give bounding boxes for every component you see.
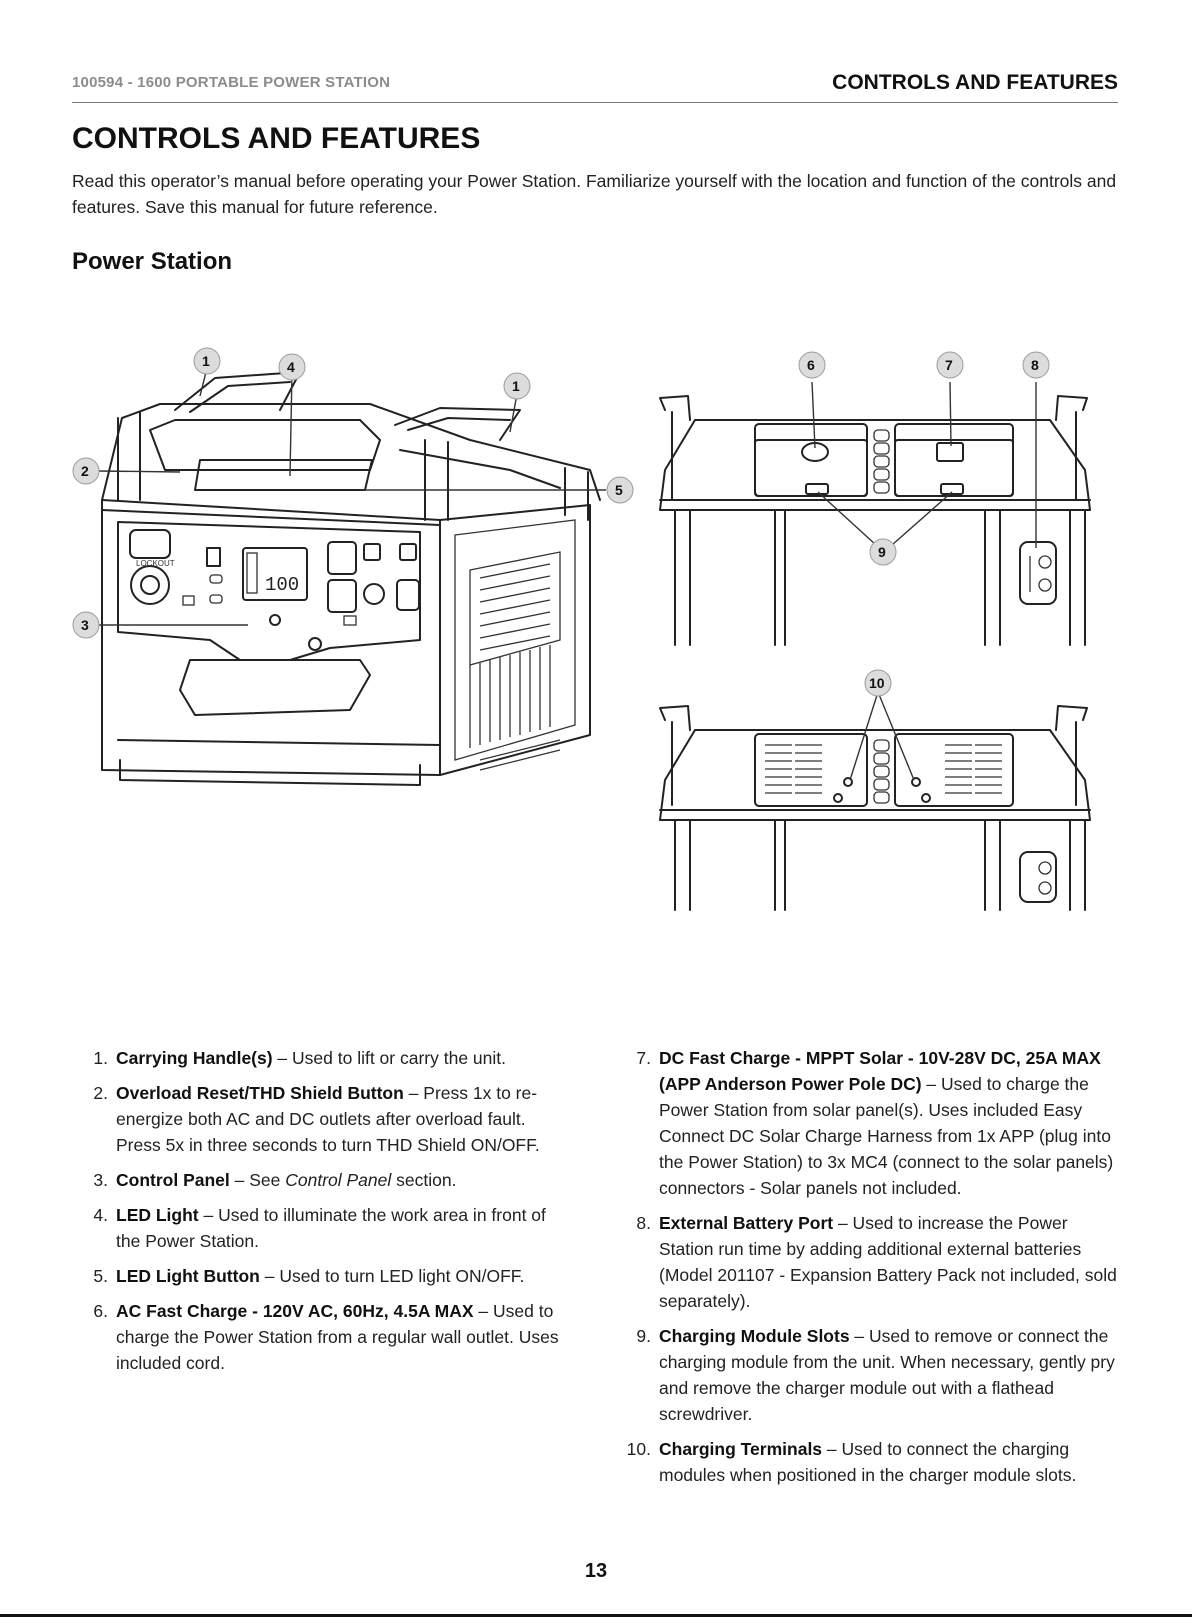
item-term: Carrying Handle(s) bbox=[116, 1048, 273, 1068]
svg-text:5: 5 bbox=[615, 482, 623, 498]
svg-text:8: 8 bbox=[1031, 357, 1039, 373]
list-item: 6. AC Fast Charge - 120V AC, 60Hz, 4.5A M… bbox=[80, 1298, 570, 1376]
callout-7: 7 bbox=[936, 351, 964, 379]
item-number: 5. bbox=[93, 1266, 108, 1286]
item-term: LED Light bbox=[116, 1205, 199, 1225]
item-term: Charging Module Slots bbox=[659, 1326, 850, 1346]
item-description: – Press 1x to re-energize both AC and DC… bbox=[116, 1083, 540, 1155]
item-number: 7. bbox=[636, 1048, 651, 1068]
callout-9: 9 bbox=[869, 538, 897, 566]
item-number: 9. bbox=[636, 1326, 651, 1346]
display-reading: 100 bbox=[265, 574, 299, 596]
svg-text:2: 2 bbox=[81, 463, 89, 479]
svg-text:3: 3 bbox=[81, 617, 89, 633]
list-item: 5. LED Light Button – Used to turn LED li… bbox=[80, 1263, 570, 1289]
item-number: 10. bbox=[626, 1439, 651, 1459]
item-description: – Used to turn LED light ON/OFF. bbox=[259, 1266, 525, 1286]
svg-text:10: 10 bbox=[869, 675, 885, 691]
item-description: – Used to lift or carry the unit. bbox=[272, 1048, 506, 1068]
callout-3: 3 bbox=[72, 611, 100, 639]
item-number: 6. bbox=[93, 1301, 108, 1321]
header-section-title: CONTROLS AND FEATURES bbox=[832, 71, 1118, 94]
section-title: Power Station bbox=[72, 248, 233, 275]
item-description: – Used to illuminate the work area in fr… bbox=[116, 1205, 546, 1251]
front-view-leaders bbox=[97, 367, 606, 626]
item-description: – See bbox=[229, 1170, 286, 1190]
list-item: 9. Charging Module Slots – Used to remove… bbox=[623, 1323, 1123, 1427]
callout-1b: 1 bbox=[503, 372, 531, 400]
callout-1a: 1 bbox=[193, 347, 221, 375]
intro-paragraph: Read this operator’s manual before opera… bbox=[72, 171, 1117, 217]
item-term: AC Fast Charge - 120V AC, 60Hz, 4.5A MAX bbox=[116, 1301, 474, 1321]
page-number: 13 bbox=[584, 1560, 608, 1582]
list-item: 3. Control Panel – See Control Panel sect… bbox=[80, 1167, 570, 1193]
power-station-figure: LOCKOUT 100 bbox=[72, 347, 1091, 911]
item-number: 3. bbox=[93, 1170, 108, 1190]
item-description: – Used to charge the Power Station from … bbox=[659, 1074, 1114, 1198]
header-divider bbox=[72, 102, 1118, 103]
svg-text:9: 9 bbox=[878, 544, 886, 560]
front-view-drawing: LOCKOUT 100 bbox=[101, 371, 601, 786]
svg-text:7: 7 bbox=[945, 357, 953, 373]
item-number: 1. bbox=[93, 1048, 108, 1068]
item-term: LED Light Button bbox=[116, 1266, 260, 1286]
lockout-label: LOCKOUT bbox=[136, 559, 175, 568]
item-description: – Used to charge the Power Station from … bbox=[116, 1301, 559, 1373]
callout-5: 5 bbox=[606, 476, 634, 504]
page-title: CONTROLS AND FEATURES bbox=[72, 122, 481, 155]
svg-text:4: 4 bbox=[287, 359, 295, 375]
callout-4: 4 bbox=[278, 353, 306, 381]
item-term: External Battery Port bbox=[659, 1213, 834, 1233]
rear-view-bottom-drawing bbox=[659, 705, 1091, 911]
list-item: 8. External Battery Port – Used to increa… bbox=[623, 1210, 1123, 1314]
rear-view-top-drawing bbox=[659, 395, 1091, 646]
svg-text:6: 6 bbox=[807, 357, 815, 373]
list-item: 2. Overload Reset/THD Shield Button – Pre… bbox=[80, 1080, 570, 1158]
item-term: DC Fast Charge - MPPT Solar - 10V-28V DC… bbox=[659, 1048, 1101, 1094]
item-description-end: section. bbox=[391, 1170, 457, 1190]
header-model-line: 100594 - 1600 PORTABLE POWER STATION bbox=[72, 74, 391, 91]
list-item: 7. DC Fast Charge - MPPT Solar - 10V-28V … bbox=[623, 1045, 1123, 1201]
footer-divider bbox=[0, 1614, 1192, 1617]
callout-2: 2 bbox=[72, 457, 100, 485]
item-number: 8. bbox=[636, 1213, 651, 1233]
callout-10: 10 bbox=[864, 669, 892, 697]
callout-6: 6 bbox=[798, 351, 826, 379]
item-description: – Used to connect the charging modules w… bbox=[659, 1439, 1077, 1485]
item-number: 2. bbox=[93, 1083, 108, 1103]
callout-8: 8 bbox=[1022, 351, 1050, 379]
svg-text:1: 1 bbox=[202, 353, 210, 369]
rear-view-top-leaders bbox=[811, 381, 1037, 548]
item-term: Overload Reset/THD Shield Button bbox=[116, 1083, 404, 1103]
item-number: 4. bbox=[93, 1205, 108, 1225]
list-item: 10. Charging Terminals – Used to connect … bbox=[623, 1436, 1123, 1488]
item-term: Charging Terminals bbox=[659, 1439, 823, 1459]
item-term: Control Panel bbox=[116, 1170, 230, 1190]
list-item: 1. Carrying Handle(s) – Used to lift or c… bbox=[80, 1045, 570, 1071]
item-description: – Used to increase the Power Station run… bbox=[659, 1213, 1117, 1311]
list-item: 4. LED Light – Used to illuminate the wor… bbox=[80, 1202, 570, 1254]
feature-list-right: 7. DC Fast Charge - MPPT Solar - 10V-28V … bbox=[623, 1045, 1123, 1497]
rear-view-bottom-leaders bbox=[849, 691, 915, 781]
item-reference: Control Panel bbox=[285, 1170, 392, 1190]
feature-list-left: 1. Carrying Handle(s) – Used to lift or c… bbox=[80, 1045, 570, 1385]
svg-text:1: 1 bbox=[512, 378, 520, 394]
item-description: – Used to remove or connect the charging… bbox=[659, 1326, 1115, 1424]
